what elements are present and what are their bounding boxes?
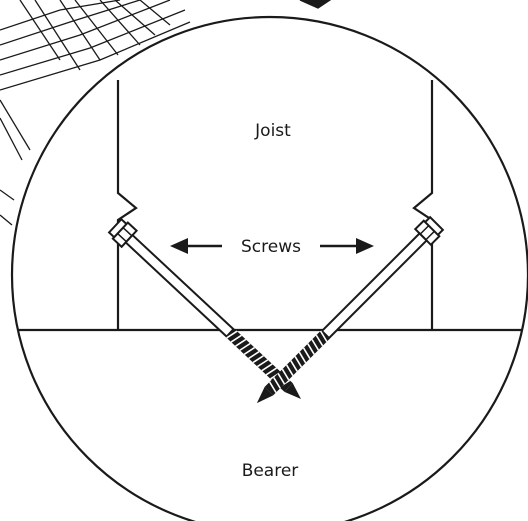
joist-label: Joist [254,121,291,141]
joist-outline-left [116,80,138,330]
joist-outline-right [412,80,434,330]
arrow-right [320,238,374,254]
deck-illustration [0,0,332,226]
detail-circle [10,15,528,521]
bearer-label: Bearer [242,461,299,481]
arrow-left [170,238,222,254]
screws-label: Screws [241,237,301,257]
